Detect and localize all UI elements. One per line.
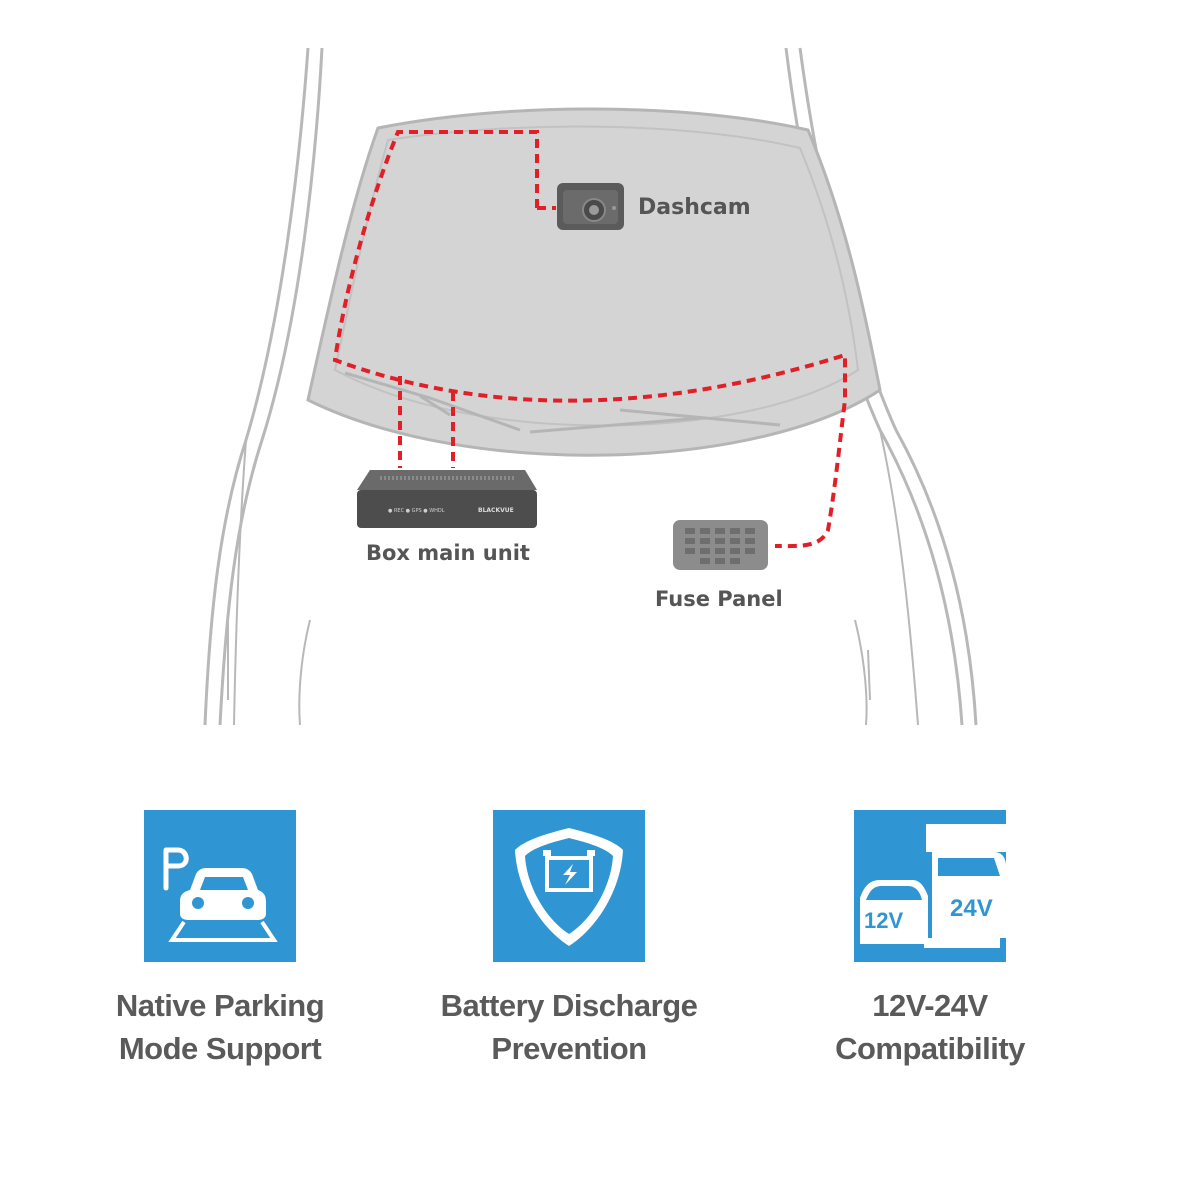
feature-title-line1: Native Parking [115, 988, 325, 1023]
windshield [306, 107, 882, 457]
feature-title-line1: 12V-24V [872, 988, 988, 1023]
fuse-panel-label: Fuse Panel [655, 587, 783, 611]
battery-shield-icon [493, 810, 645, 962]
wiring [332, 130, 847, 549]
dashcam-label: Dashcam [638, 195, 751, 220]
feature-parking-mode: Native Parking Mode Support [50, 810, 390, 1070]
feature-title-line2: Mode Support [118, 1031, 322, 1066]
feature-title-line1: Battery Discharge [440, 988, 698, 1023]
box-indicators: ● REC ● GPS ● WHDL [388, 508, 445, 514]
badge-12v: 12V [864, 908, 903, 933]
feature-title-line2: Compatibility [835, 1031, 1025, 1066]
feature-battery-discharge: Battery Discharge Prevention [399, 810, 739, 1070]
feature-title-line2: Prevention [491, 1031, 647, 1066]
feature-title: Battery Discharge Prevention [399, 984, 739, 1070]
feature-title: Native Parking Mode Support [50, 984, 390, 1070]
installation-diagram: ● REC ● GPS ● WHDL BLACKVUE Dashcam Box … [203, 47, 978, 726]
fuse-panel-device [673, 520, 768, 570]
box-main-unit-device: ● REC ● GPS ● WHDL BLACKVUE [357, 470, 537, 528]
wipers [344, 371, 781, 434]
car-truck-voltage-icon: 12V 24V [854, 810, 1006, 962]
feature-title: 12V-24V Compatibility [760, 984, 1100, 1070]
box-main-unit-label: Box main unit [366, 541, 530, 565]
box-brand: BLACKVUE [478, 507, 514, 514]
feature-voltage-compatibility: 12V 24V 12V-24V Compatibility [760, 810, 1100, 1070]
badge-24v: 24V [950, 895, 993, 922]
parking-car-icon [144, 810, 296, 962]
dashcam-device [557, 183, 624, 230]
car-diagram: ● REC ● GPS ● WHDL BLACKVUE [203, 47, 978, 726]
